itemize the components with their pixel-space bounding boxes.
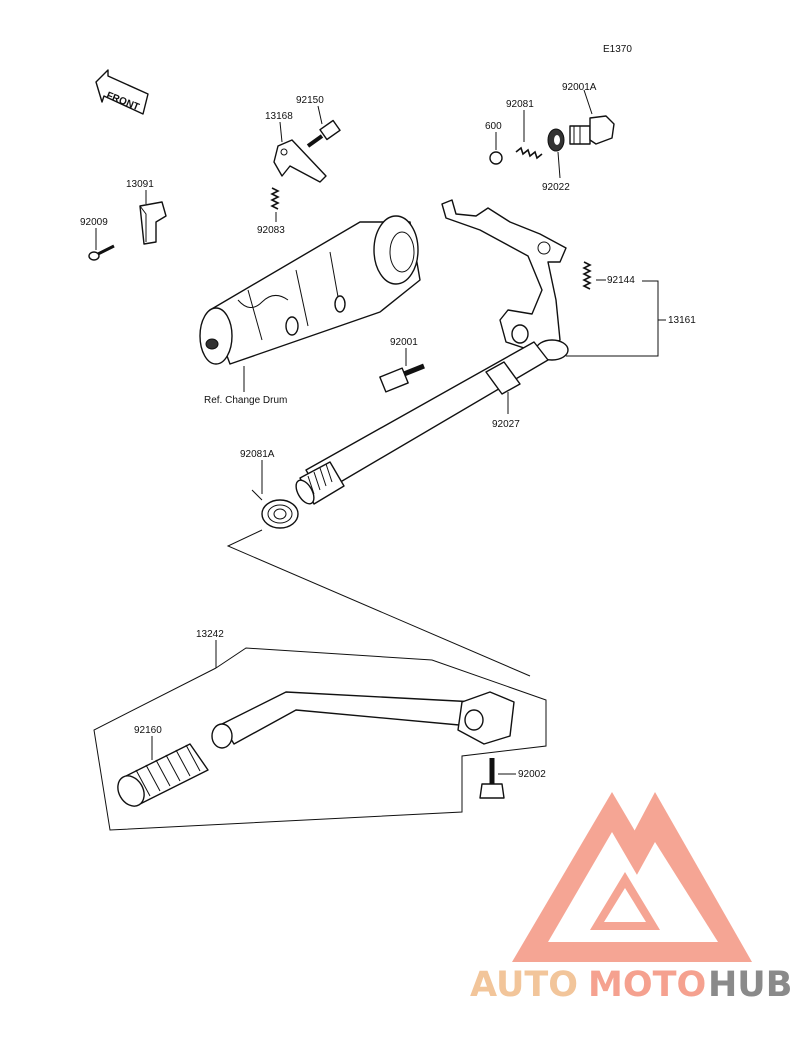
watermark-brand-text: AUTO MOTO HUB xyxy=(470,965,792,1005)
label-92160: 92160 xyxy=(134,725,162,736)
shift-arm-13161-icon xyxy=(441,199,569,361)
washer-92022-icon xyxy=(547,128,565,152)
label-92081: 92081 xyxy=(506,99,534,110)
label-92001a: 92001A xyxy=(562,82,597,93)
rubber-92160-icon xyxy=(117,743,209,807)
label-ref-change-drum: Ref. Change Drum xyxy=(204,395,287,406)
spring-92083-icon xyxy=(270,187,280,210)
label-92002: 92002 xyxy=(518,769,546,780)
label-92083: 92083 xyxy=(257,225,285,236)
label-92081a: 92081A xyxy=(240,449,275,460)
bracket-13091-icon xyxy=(139,201,167,245)
watermark-word-auto: AUTO xyxy=(470,965,578,1005)
label-13091: 13091 xyxy=(126,179,154,190)
plug-bolt-92001a-icon xyxy=(569,115,615,145)
label-13168: 13168 xyxy=(265,111,293,122)
ball-600-icon xyxy=(489,151,503,165)
spring-92081-icon xyxy=(515,146,543,160)
bolt-92001-icon xyxy=(379,363,425,393)
label-92022: 92022 xyxy=(542,182,570,193)
label-92009: 92009 xyxy=(80,217,108,228)
bolt-92002-icon xyxy=(479,758,505,799)
watermark-word-moto: MOTO xyxy=(588,965,706,1005)
spring-92081a-icon xyxy=(251,489,299,529)
bolt-92150-icon xyxy=(306,119,341,148)
shift-pedal-13242-icon xyxy=(211,691,515,749)
label-13242: 13242 xyxy=(196,629,224,640)
label-92150: 92150 xyxy=(296,95,324,106)
change-drum-icon xyxy=(199,215,421,365)
spring-92144-icon xyxy=(582,261,592,290)
shift-shaft-92027-icon xyxy=(295,341,549,505)
label-92001: 92001 xyxy=(390,337,418,348)
watermark-word-hub: HUB xyxy=(708,965,792,1005)
screw-92009-icon xyxy=(88,244,115,261)
watermark-logo-icon xyxy=(512,792,752,962)
label-13161: 13161 xyxy=(668,315,696,326)
label-600: 600 xyxy=(485,121,502,132)
lever-13168-icon xyxy=(273,139,327,183)
label-92027: 92027 xyxy=(492,419,520,430)
front-arrow-icon: FRONT xyxy=(95,69,149,115)
diagram-code: E1370 xyxy=(603,44,632,55)
label-92144: 92144 xyxy=(607,275,635,286)
